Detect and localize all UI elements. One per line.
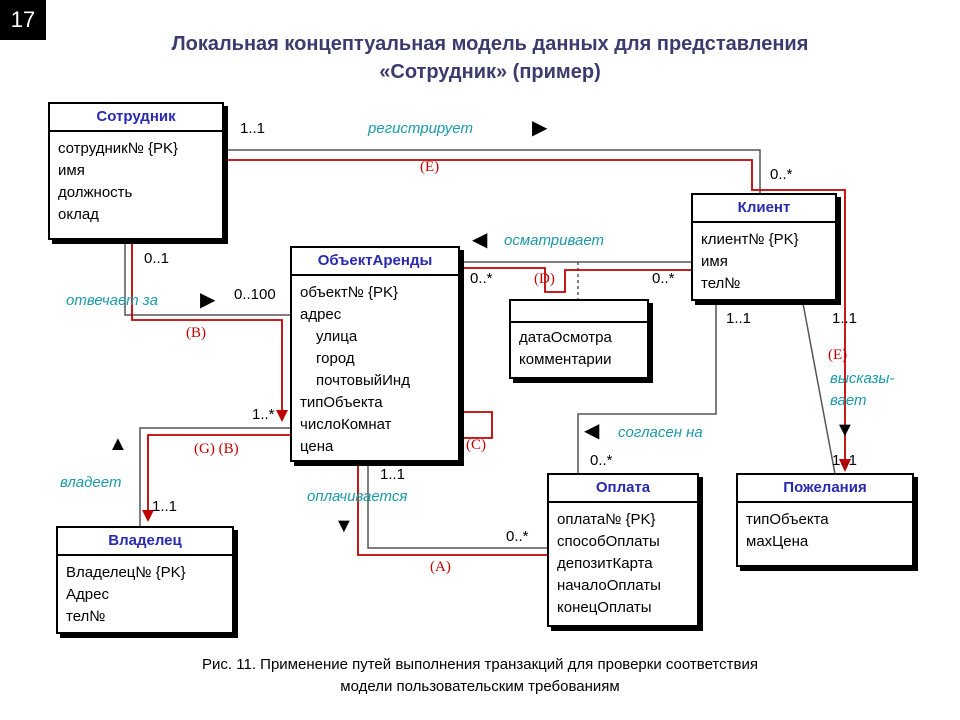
- owner-attr: тел№: [66, 608, 106, 625]
- entity-viewing-name: [511, 301, 647, 323]
- payment-attr: началоОплаты: [557, 577, 661, 594]
- employee-attr: имя: [58, 162, 85, 179]
- entity-owner-name: Владелец: [58, 528, 232, 556]
- title-line-1: Локальная концептуальная модель данных д…: [171, 33, 809, 55]
- figure-caption: Рис. 11. Применение путей выполнения тра…: [100, 654, 860, 698]
- entity-payment: Оплата оплата№ {PK} способОплаты депозит…: [547, 473, 699, 627]
- mult-prop-pay: 1..1: [380, 466, 406, 483]
- path-a: [357, 462, 548, 556]
- wishes-attr: типОбъекта: [746, 511, 829, 528]
- path-d: [460, 267, 692, 293]
- line-responsible: [124, 238, 290, 316]
- viewing-attr: датаОсмотра: [519, 329, 612, 346]
- client-attr: тел№: [701, 275, 741, 292]
- property-attr: объект№ {PK}: [300, 284, 399, 301]
- title-line-2: «Сотрудник» (пример): [379, 61, 601, 83]
- entity-employee-name: Сотрудник: [50, 104, 222, 132]
- mult-emp-resp: 0..1: [144, 250, 170, 267]
- path-label-gb: (G) (B): [194, 441, 239, 457]
- entity-employee: Сотрудник сотрудник№ {PK} имя должность …: [48, 102, 224, 240]
- path-gb: [147, 434, 290, 515]
- path-c: [458, 411, 493, 439]
- entity-wishes: Пожелания типОбъекта махЦена: [736, 473, 914, 567]
- employee-attr: сотрудник№ {PK}: [58, 140, 178, 157]
- payment-attr: оплата№ {PK}: [557, 511, 656, 528]
- rel-expresses-line2: вает: [830, 392, 867, 409]
- property-attr: типОбъекта: [300, 394, 383, 411]
- caption-line-1: Рис. 11. Применение путей выполнения тра…: [202, 656, 758, 673]
- entity-owner: Владелец Владелец№ {PK} Адрес тел№: [56, 526, 234, 634]
- property-attr: город: [316, 350, 355, 367]
- payment-attr: депозитКарта: [557, 555, 653, 572]
- property-attr: цена: [300, 438, 334, 455]
- rel-paid: оплачивается: [307, 488, 408, 505]
- entity-payment-name: Оплата: [549, 475, 697, 503]
- entity-wishes-name: Пожелания: [738, 475, 912, 503]
- entity-client-name: Клиент: [693, 195, 835, 223]
- path-label-e2: (E): [828, 347, 848, 363]
- arrow-up-icon: ▲: [108, 433, 128, 455]
- line-expresses: [801, 297, 836, 475]
- mult-prop-resp: 0..100: [234, 286, 276, 303]
- arrow-left-icon: ◀: [472, 229, 488, 251]
- rel-registers: регистрирует: [368, 120, 473, 137]
- line-paid: [367, 460, 548, 549]
- arrow-down-icon: ▼: [835, 419, 855, 441]
- path-e: [222, 159, 846, 465]
- property-attr: числоКомнат: [300, 416, 392, 433]
- wishes-attr: махЦена: [746, 533, 809, 550]
- property-attr: почтовыйИнд: [316, 372, 410, 389]
- mult-cli-express: 1..1: [832, 310, 858, 327]
- path-label-e1: (E): [420, 159, 440, 175]
- path-label-d: (D): [534, 271, 555, 287]
- page-title: Локальная концептуальная модель данных д…: [60, 30, 920, 86]
- payment-attr: конецОплаты: [557, 599, 652, 616]
- rel-agreed: согласен на: [618, 424, 703, 441]
- arrow-right-icon: ▶: [532, 117, 548, 139]
- employee-attr: должность: [58, 184, 133, 201]
- line-registers: [222, 149, 761, 193]
- property-attr: адрес: [300, 306, 342, 323]
- caption-line-2: модели пользовательским требованиям: [340, 678, 620, 695]
- entity-property-name: ОбъектАренды: [292, 248, 458, 276]
- mult-prop-own: 1..*: [252, 406, 275, 423]
- entity-property: ОбъектАренды объект№ {PK} адрес улица го…: [290, 246, 460, 462]
- path-label-b: (B): [186, 325, 206, 341]
- arrow-left-icon: ◀: [584, 420, 600, 442]
- client-attr: имя: [701, 253, 728, 270]
- mult-cli-reg: 0..*: [770, 166, 793, 183]
- line-owns: [139, 427, 290, 530]
- mult-emp-reg: 1..1: [240, 120, 266, 137]
- path-label-a: (A): [430, 559, 451, 575]
- viewing-attr: комментарии: [519, 351, 612, 368]
- mult-pay-agree: 0..*: [590, 452, 613, 469]
- rel-responsible: отвечает за: [66, 292, 158, 309]
- mult-wish-express: 1..1: [832, 452, 858, 469]
- owner-attr: Адрес: [66, 586, 109, 603]
- path-label-c: (C): [466, 437, 486, 453]
- line-agreed: [577, 298, 717, 474]
- employee-attr: оклад: [58, 206, 99, 223]
- arrow-down-icon: ▼: [334, 515, 354, 537]
- payment-attr: способОплаты: [557, 533, 660, 550]
- rel-owns: владеет: [60, 474, 122, 491]
- mult-cli-view: 0..*: [652, 270, 675, 287]
- entity-client: Клиент клиент№ {PK} имя тел№: [691, 193, 837, 301]
- client-attr: клиент№ {PK}: [701, 231, 799, 248]
- path-b: [131, 238, 283, 418]
- slide-number: 17: [0, 0, 46, 40]
- entity-viewing: датаОсмотра комментарии: [509, 299, 649, 379]
- property-attr: улица: [316, 328, 358, 345]
- owner-attr: Владелец№ {PK}: [66, 564, 186, 581]
- mult-pay-paid: 0..*: [506, 528, 529, 545]
- rel-views: осматривает: [504, 232, 604, 249]
- mult-owner-own: 1..1: [152, 498, 178, 515]
- mult-cli-agree: 1..1: [726, 310, 752, 327]
- rel-expresses-line1: высказы-: [830, 370, 895, 387]
- arrow-right-icon: ▶: [200, 289, 216, 311]
- mult-prop-view: 0..*: [470, 270, 493, 287]
